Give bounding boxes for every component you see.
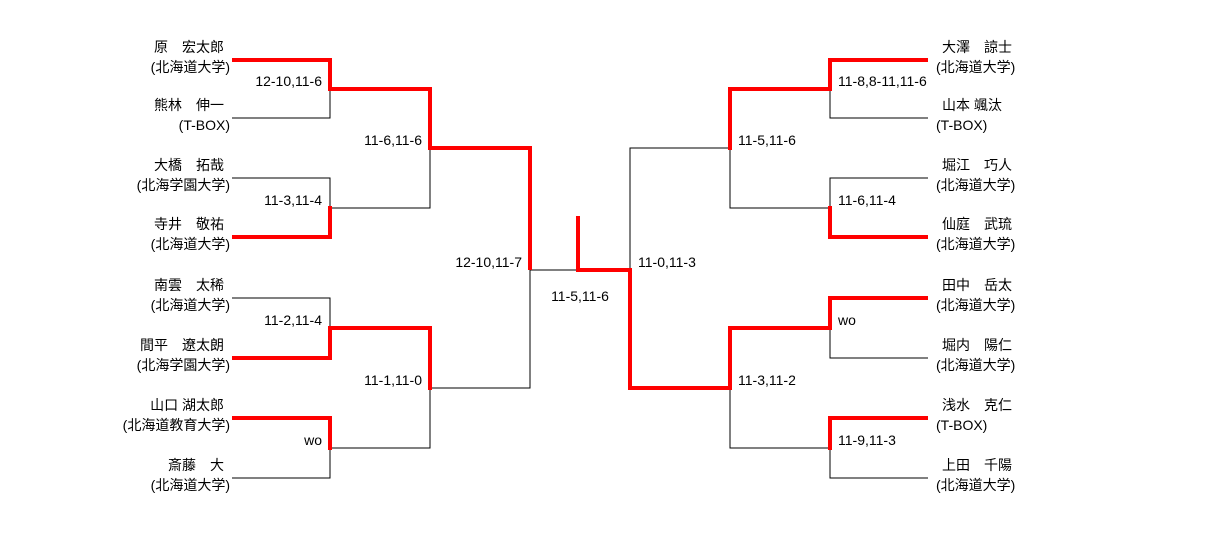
score-right-r2-m2: 11-3,11-2 — [738, 372, 796, 388]
line-right-p2 — [829, 89, 928, 119]
score-right-semifinal: 11-0,11-3 — [638, 254, 696, 270]
player-affiliation: (T-BOX) — [936, 417, 988, 433]
player-name: 堀内 陽仁 — [942, 337, 1012, 353]
bracket-player-right-4: 仙庭 武琉 (北海道大学) — [936, 214, 1166, 254]
bracket-player-left-2: 熊林 伸一 (T-BOX) — [0, 95, 230, 135]
player-name: 山本 颯汰 — [942, 97, 1002, 113]
player-affiliation: (北海道大学) — [150, 297, 230, 313]
bracket-player-right-7: 浅水 克仁 (T-BOX) — [936, 395, 1166, 435]
player-affiliation: (北海学園大学) — [136, 357, 230, 373]
player-affiliation: (T-BOX) — [936, 117, 988, 133]
line-right-p6 — [829, 328, 928, 359]
bracket-player-left-7: 山口 湖太郎 (北海道教育大学) — [0, 395, 230, 435]
winner-path-senba — [828, 206, 928, 239]
bracket-player-left-4: 寺井 敬祐 (北海道大学) — [0, 214, 230, 254]
bracket-player-right-2: 山本 颯汰 (T-BOX) — [936, 95, 1166, 135]
player-name: 原 宏太郎 — [154, 39, 224, 55]
score-right-r1-m4: 11-9,11-3 — [838, 432, 896, 448]
bracket-player-right-1: 大澤 諒士 (北海道大学) — [936, 37, 1166, 77]
bracket-player-left-3: 大橋 拓哉 (北海学園大学) — [0, 155, 230, 195]
player-affiliation: (北海道大学) — [936, 477, 1016, 493]
line-left-p2 — [232, 89, 331, 119]
player-name: 寺井 敬祐 — [154, 216, 224, 232]
player-affiliation: (北海道大学) — [150, 59, 230, 75]
player-affiliation: (T-BOX) — [178, 117, 230, 133]
winner-path-asami — [828, 416, 928, 450]
bracket-player-right-5: 田中 岳太 (北海道大学) — [936, 275, 1166, 315]
player-name: 斎藤 大 — [168, 457, 224, 473]
score-left-r2-m1: 11-6,11-6 — [364, 132, 422, 148]
bracket-player-right-3: 堀江 巧人 (北海道大学) — [936, 155, 1166, 195]
player-name: 山口 湖太郎 — [150, 397, 224, 413]
player-affiliation: (北海道大学) — [936, 297, 1016, 313]
bracket-player-left-1: 原 宏太郎 (北海道大学) — [0, 37, 230, 77]
score-right-r1-m3: wo — [838, 312, 856, 328]
winner-path-yamaguchi — [232, 416, 332, 450]
player-name: 堀江 巧人 — [942, 157, 1012, 173]
bracket-player-left-6: 間平 遼太朗 (北海学園大学) — [0, 335, 230, 375]
score-left-semifinal: 12-10,11-7 — [455, 254, 522, 270]
player-name: 仙庭 武琉 — [942, 216, 1012, 232]
line-right-p3 — [629, 147, 928, 270]
player-name: 間平 遼太朗 — [140, 337, 224, 353]
player-affiliation: (北海道大学) — [150, 236, 230, 252]
player-affiliation: (北海学園大学) — [136, 177, 230, 193]
player-name: 浅水 克仁 — [942, 397, 1012, 413]
player-affiliation: (北海道大学) — [936, 177, 1016, 193]
score-right-r2-m1: 11-5,11-6 — [738, 132, 796, 148]
player-name: 上田 千陽 — [942, 457, 1012, 473]
bracket-player-left-8: 斎藤 大 (北海道大学) — [0, 455, 230, 495]
winner-path-terai — [232, 206, 332, 239]
score-final: 11-5,11-6 — [551, 288, 609, 304]
bracket-player-right-6: 堀内 陽仁 (北海道大学) — [936, 335, 1166, 375]
player-name: 熊林 伸一 — [154, 97, 224, 113]
player-affiliation: (北海道大学) — [150, 477, 230, 493]
player-affiliation: (北海道大学) — [936, 357, 1016, 373]
winner-path-hara — [232, 58, 532, 270]
score-left-r1-m2: 11-3,11-4 — [264, 192, 322, 208]
score-left-r1-m1: 12-10,11-6 — [255, 73, 322, 89]
player-name: 大橋 拓哉 — [154, 157, 224, 173]
player-affiliation: (北海道大学) — [936, 59, 1016, 75]
line-left-final-entry — [430, 269, 578, 389]
score-left-r1-m4: wo — [304, 432, 322, 448]
score-right-r1-m1: 11-8,8-11,11-6 — [838, 73, 927, 89]
bracket-player-right-8: 上田 千陽 (北海道大学) — [936, 455, 1166, 495]
score-left-r2-m2: 11-1,11-0 — [364, 372, 422, 388]
winner-path-tanaka-champion — [576, 216, 928, 390]
winner-path-osawa — [728, 58, 928, 150]
player-name: 南雲 太稀 — [154, 277, 224, 293]
player-name: 田中 岳太 — [942, 277, 1012, 293]
bracket-player-left-5: 南雲 太稀 (北海道大学) — [0, 275, 230, 315]
line-left-p5 — [232, 297, 331, 328]
winner-paths — [232, 58, 928, 450]
score-left-r1-m3: 11-2,11-4 — [264, 312, 322, 328]
player-name: 大澤 諒士 — [942, 39, 1012, 55]
player-affiliation: (北海道大学) — [936, 236, 1016, 252]
player-affiliation: (北海道教育大学) — [122, 417, 230, 433]
score-right-r1-m2: 11-6,11-4 — [838, 192, 896, 208]
winner-path-mahira — [232, 326, 432, 390]
